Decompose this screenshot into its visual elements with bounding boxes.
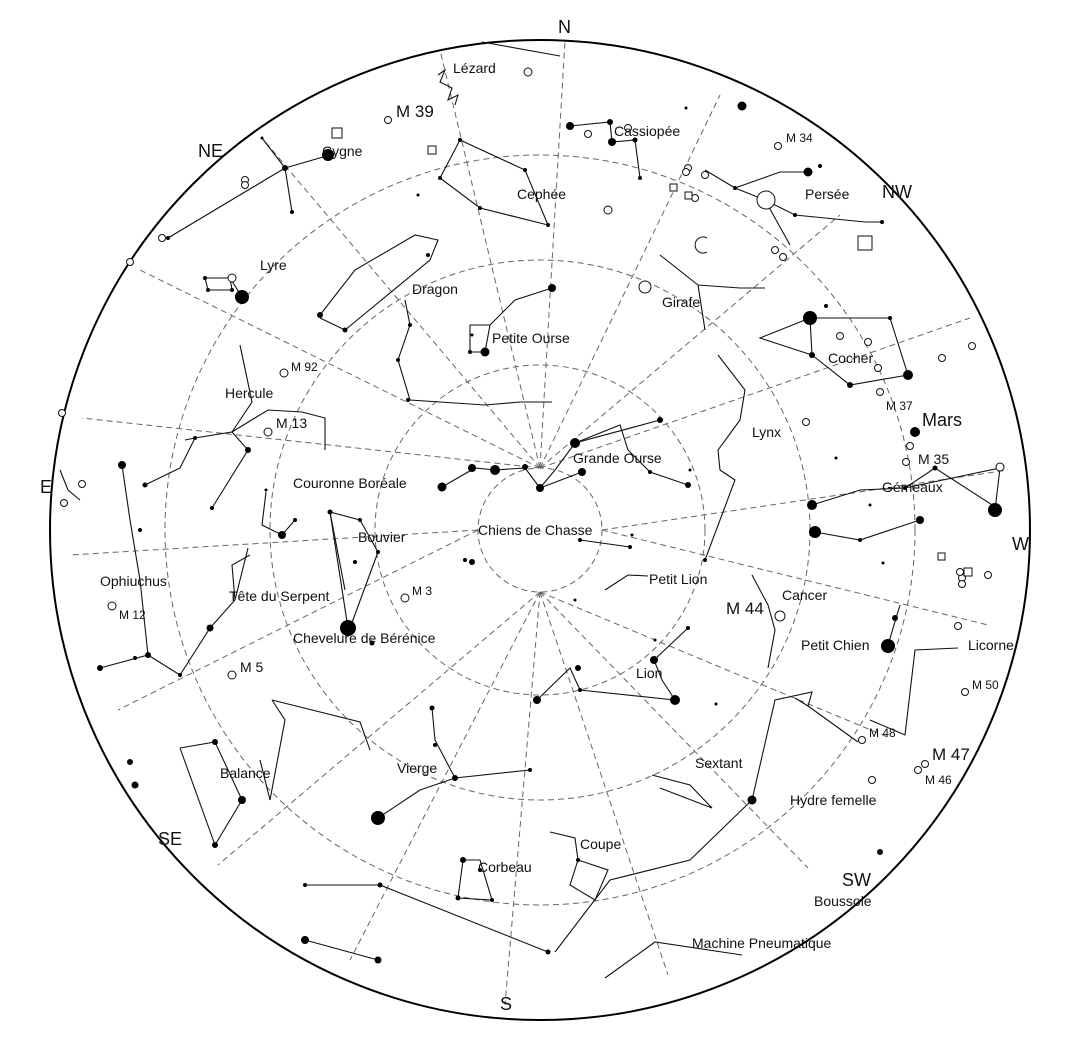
direction-northeast: NE [198, 141, 223, 161]
label-m47: M 47 [932, 745, 970, 764]
label-balance: Balance [220, 765, 271, 781]
open-symbols [58, 67, 1005, 784]
horizon-circle [49, 39, 1031, 1021]
label-tete-du-serpent: Tête du Serpent [229, 588, 330, 604]
label-petit-chien: Petit Chien [801, 637, 869, 653]
label-chevelure-de-berenice: Chevelure de Bérénice [293, 630, 436, 646]
label-girafe: Girafe [662, 294, 700, 310]
label-m50: M 50 [972, 678, 999, 692]
direction-north: N [558, 17, 571, 37]
label-sextant: Sextant [695, 755, 743, 771]
label-m92: M 92 [291, 360, 318, 374]
compass-directions: N NE E SE S SW W NW [40, 17, 1029, 1014]
label-m37: M 37 [886, 399, 913, 413]
label-m44: M 44 [726, 599, 764, 618]
label-lynx: Lynx [752, 424, 781, 440]
constellation-labels: Lézard Cygne Cephée Cassiopée Persée Lyr… [100, 60, 1014, 951]
label-licorne: Licorne [968, 637, 1014, 653]
label-m48: M 48 [869, 726, 896, 740]
label-m46: M 46 [925, 773, 952, 787]
direction-south: S [500, 994, 512, 1014]
label-hydre-femelle: Hydre femelle [790, 792, 877, 808]
label-m3: M 3 [412, 584, 432, 598]
direction-southeast: SE [158, 829, 182, 849]
direction-west: W [1012, 534, 1029, 554]
label-chiens-de-chasse: Chiens de Chasse [478, 522, 593, 538]
label-m39: M 39 [396, 102, 434, 121]
stars [97, 101, 1002, 964]
label-m12: M 12 [119, 608, 146, 622]
label-couronne-boreale: Couronne Boréale [293, 475, 407, 491]
label-cancer: Cancer [782, 587, 827, 603]
label-bouvier: Bouvier [358, 529, 406, 545]
label-m34: M 34 [786, 131, 813, 145]
label-coupe: Coupe [580, 836, 621, 852]
label-petit-lion: Petit Lion [649, 571, 707, 587]
label-lion: Lion [636, 665, 662, 681]
label-m13: M 13 [276, 415, 307, 431]
label-ophiuchus: Ophiuchus [100, 573, 167, 589]
label-dragon: Dragon [412, 281, 458, 297]
deep-sky-labels: M 39 M 34 M 92 M 13 M 37 M 35 M 3 M 12 M… [119, 102, 999, 787]
label-lezard: Lézard [453, 60, 496, 76]
azimuth-grid [69, 39, 1009, 1006]
label-m35: M 35 [918, 451, 949, 467]
label-gemeaux: Gémeaux [882, 479, 943, 495]
label-cephee: Cephée [517, 186, 566, 202]
label-persee: Persée [805, 186, 850, 202]
label-cassiopee: Cassiopée [614, 123, 680, 139]
label-lyre: Lyre [260, 257, 287, 273]
label-m5: M 5 [240, 659, 264, 675]
direction-southwest: SW [842, 870, 871, 890]
constellation-lines [59, 41, 1001, 979]
label-corbeau: Corbeau [478, 859, 532, 875]
label-cocher: Cocher [828, 350, 873, 366]
direction-east: E [40, 477, 52, 497]
label-grande-ourse: Grande Ourse [573, 450, 662, 466]
label-cygne: Cygne [322, 143, 363, 159]
label-mars: Mars [922, 410, 962, 430]
label-petite-ourse: Petite Ourse [492, 330, 570, 346]
label-boussole: Boussole [814, 893, 872, 909]
direction-northwest: NW [882, 182, 912, 202]
label-machine-pneumatique: Machine Pneumatique [692, 935, 832, 951]
label-hercule: Hercule [225, 385, 273, 401]
label-vierge: Vierge [397, 760, 437, 776]
